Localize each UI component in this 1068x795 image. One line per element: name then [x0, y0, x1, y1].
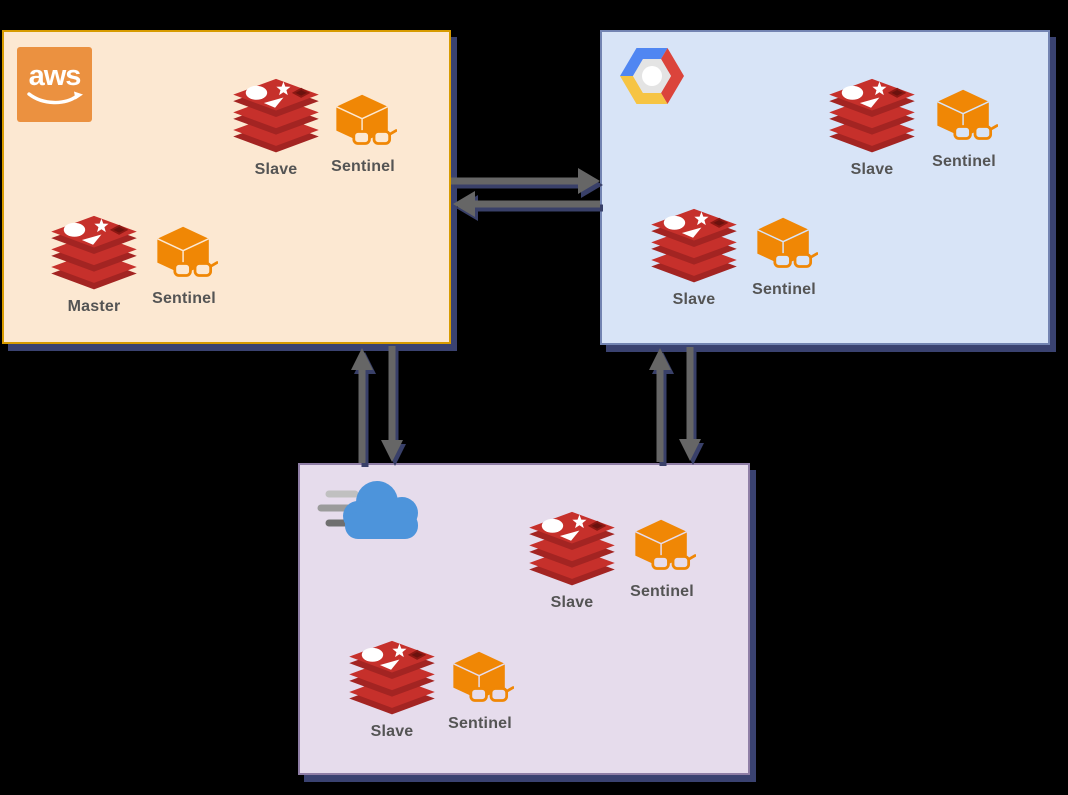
- cloud-icon: [317, 481, 418, 539]
- arrow-gcp-to-aws: [453, 191, 603, 221]
- sentinel-node: Sentinel: [329, 92, 397, 180]
- arrow-aws-to-cloud: [381, 346, 406, 466]
- aws-cloud-box: aws Slave Sentinel Master Sentinel: [2, 30, 451, 344]
- redis-database-icon: [51, 215, 137, 290]
- redis-role-label: Slave: [672, 291, 716, 308]
- sentinel-cube-glasses-icon: [935, 88, 998, 140]
- sentinel-label: Sentinel: [630, 583, 694, 600]
- sentinel-node: Sentinel: [446, 649, 514, 737]
- redis-database-icon: [349, 640, 435, 715]
- aws-smile-icon: [26, 91, 83, 104]
- sentinel-cube-glasses-icon: [334, 93, 397, 145]
- google-cloud-platform-logo: [620, 48, 684, 104]
- redis-node: Master: [47, 214, 141, 318]
- arrow-gcp-to-cloud: [679, 347, 704, 465]
- sentinel-cube-glasses-icon: [755, 216, 818, 268]
- redis-role-label: Slave: [550, 594, 594, 611]
- sentinel-label: Sentinel: [752, 281, 816, 298]
- sentinel-node: Sentinel: [150, 224, 218, 312]
- private-cloud-box: Slave Sentinel Slave Sentinel: [298, 463, 750, 775]
- sentinel-node: Sentinel: [930, 87, 998, 175]
- sentinel-cube-glasses-icon: [451, 650, 514, 702]
- aws-logo: aws: [17, 47, 92, 122]
- sentinel-label: Sentinel: [331, 158, 395, 175]
- redis-database-icon: [829, 78, 915, 153]
- aws-logo-text: aws: [28, 59, 82, 92]
- sentinel-label: Sentinel: [448, 715, 512, 732]
- sentinel-node: Sentinel: [628, 517, 696, 605]
- redis-role-label: Master: [67, 298, 121, 315]
- redis-database-icon: [233, 78, 319, 153]
- redis-role-label: Slave: [850, 161, 894, 178]
- redis-node: Slave: [229, 77, 323, 181]
- sentinel-label: Sentinel: [152, 290, 216, 307]
- redis-node: Slave: [345, 639, 439, 743]
- redis-database-icon: [529, 511, 615, 586]
- arrow-cloud-to-gcp: [649, 348, 674, 466]
- google-cloud-box: Slave Sentinel Slave Sentinel: [600, 30, 1050, 345]
- arrow-aws-to-gcp: [451, 168, 603, 198]
- arrow-cloud-to-aws: [351, 348, 376, 467]
- sentinel-label: Sentinel: [932, 153, 996, 170]
- redis-node: Slave: [825, 77, 919, 181]
- sentinel-node: Sentinel: [750, 215, 818, 303]
- sentinel-cube-glasses-icon: [633, 518, 696, 570]
- redis-role-label: Slave: [370, 723, 414, 740]
- sentinel-cube-glasses-icon: [155, 225, 218, 277]
- redis-role-label: Slave: [254, 161, 298, 178]
- redis-node: Slave: [525, 510, 619, 614]
- redis-database-icon: [651, 208, 737, 283]
- redis-node: Slave: [647, 207, 741, 311]
